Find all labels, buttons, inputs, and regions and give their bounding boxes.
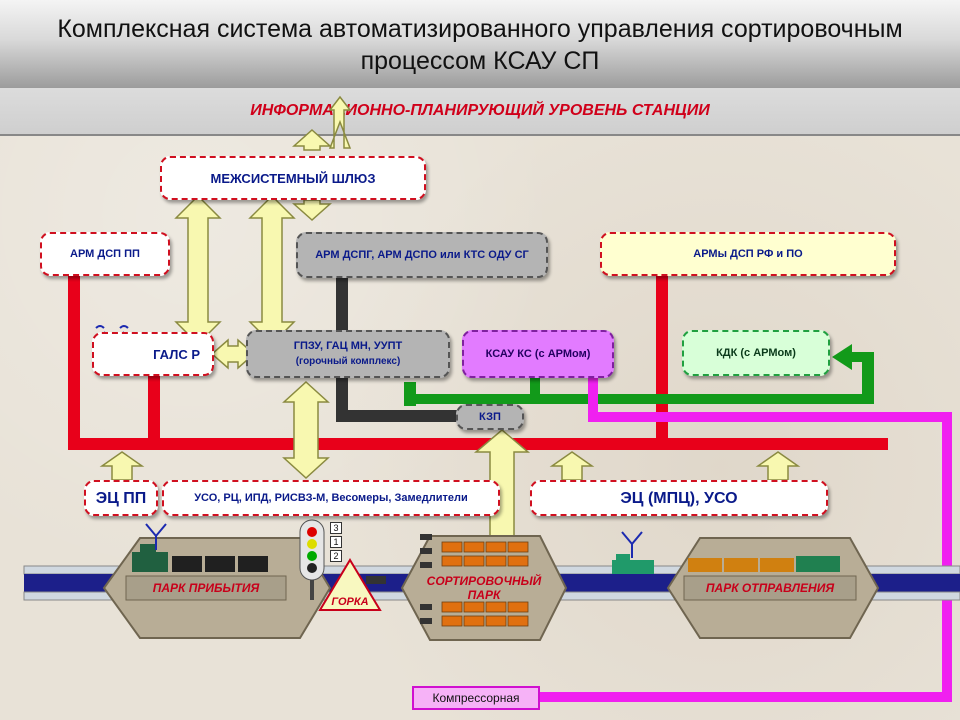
park-departure-label: ПАРК ОТПРАВЛЕНИЯ — [705, 581, 835, 595]
ec-mpc-box: ЭЦ (МПЦ), УСО — [530, 480, 828, 516]
gals-label: ГАЛС Р — [153, 346, 200, 362]
mid-locomotive — [612, 554, 654, 574]
departure-train — [688, 556, 840, 572]
hump-label: ГОРКА — [331, 596, 369, 608]
gals-box: ГАЛС Р — [92, 332, 214, 376]
sorting-cars — [441, 541, 529, 627]
traffic-signal — [299, 519, 325, 600]
info-level-label: ИНФОРМАЦИОННО-ПЛАНИРУЮЩИЙ УРОВЕНЬ СТАНЦИ… — [250, 102, 710, 119]
signal-number-1: 1 — [330, 536, 342, 548]
sorting-switches — [366, 534, 432, 624]
gpzu-box: ГПЗУ, ГАЦ МН, УУПТ (горочный комплекс) — [246, 330, 450, 378]
gpzu-label: ГПЗУ, ГАЦ МН, УУПТ — [293, 340, 403, 352]
arm-dsp-pp-box: АРМ ДСП ПП — [40, 232, 170, 276]
title-bar — [0, 0, 960, 88]
info-level-bar — [0, 88, 960, 136]
kzp-box: КЗП — [456, 404, 524, 430]
arrows — [99, 95, 801, 541]
arm-dspg-box: АРМ ДСПГ, АРМ ДСПО или КТС ОДУ СГ — [296, 232, 548, 278]
magenta-bus — [540, 376, 952, 702]
arms-dsp-rf-box: АРМы ДСП РФ и ПО — [600, 232, 896, 276]
title-line-1: Комплексная система автоматизированного … — [57, 15, 903, 43]
park-sorting-label: СОРТИРОВОЧНЫЙ ПАРК — [426, 574, 542, 602]
title-line-2: процессом КСАУ СП — [360, 47, 600, 75]
green-bus — [404, 344, 874, 406]
ec-pp-box: ЭЦ ПП — [84, 480, 158, 516]
park-arrival-label: ПАРК ПРИБЫТИЯ — [152, 581, 260, 595]
kdk-box: КДК (с АРМом) — [682, 330, 830, 376]
compressor-box: Компрессорная — [412, 686, 540, 710]
uso-box: УСО, РЦ, ИПД, РИСВЗ-М, Весомеры, Замедли… — [162, 480, 500, 516]
signal-number-2: 2 — [330, 550, 342, 562]
gpzu-sublabel: (горочный комплекс) — [295, 356, 401, 367]
hump-triangle — [318, 558, 382, 611]
ksau-ks-box: КСАУ КС (с АРМом) — [462, 330, 614, 378]
signal-number-3: 3 — [330, 522, 342, 534]
dark-bus — [336, 276, 460, 422]
gateway-box: МЕЖСИСТЕМНЫЙ ШЛЮЗ — [160, 156, 426, 200]
arrival-train — [132, 544, 268, 572]
